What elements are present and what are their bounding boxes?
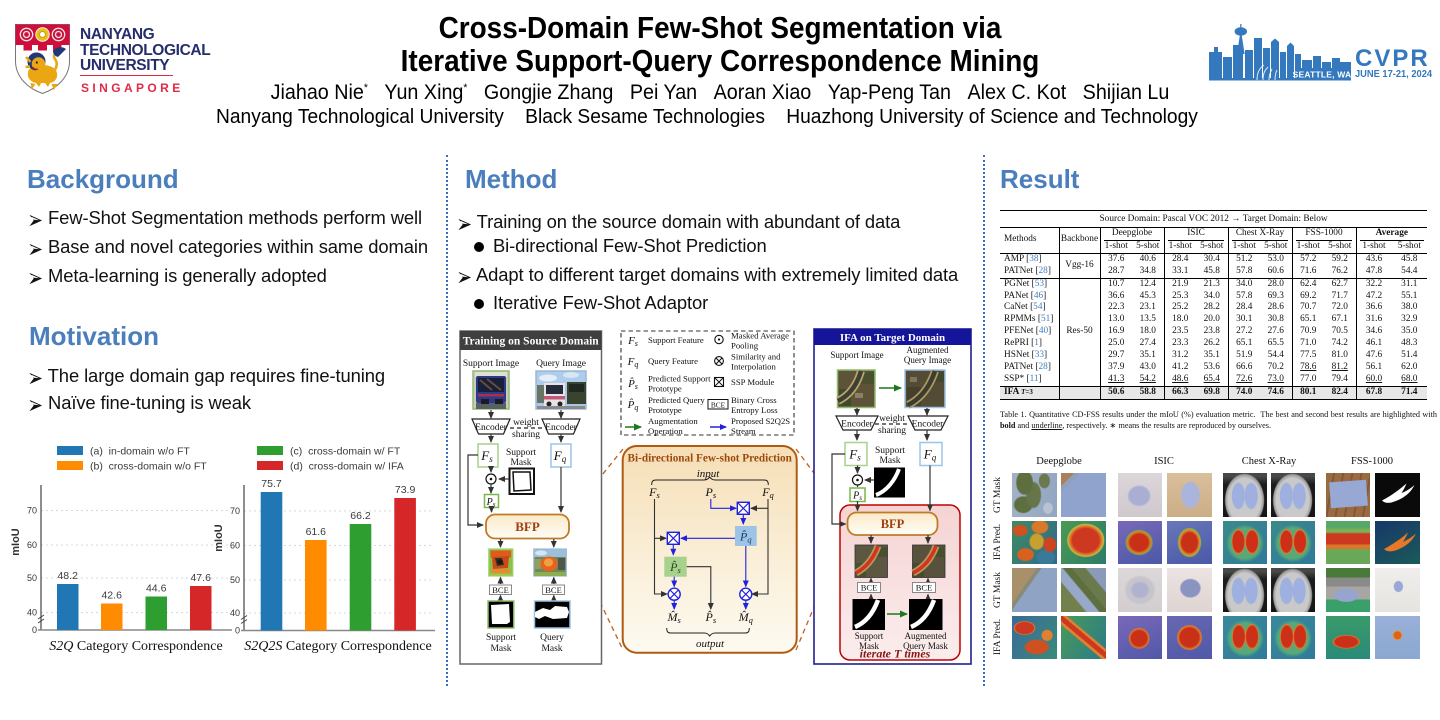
svg-text:Encoder: Encoder [841, 420, 873, 430]
svg-text:Query Image: Query Image [904, 355, 951, 365]
svg-text:Augmentation: Augmentation [648, 416, 698, 426]
svg-text:Mask: Mask [879, 456, 900, 466]
svg-text:Support Image: Support Image [830, 350, 883, 360]
svg-text:47.6: 47.6 [190, 572, 211, 584]
svg-text:P̂s: P̂s [627, 377, 638, 391]
svg-text:Ps: Ps [852, 491, 862, 503]
svg-text:61.6: 61.6 [306, 526, 327, 538]
svg-text:Augmented: Augmented [907, 345, 949, 355]
svg-text:60: 60 [27, 540, 37, 550]
svg-text:S2Q Category Correspondence: S2Q Category Correspondence [49, 639, 222, 654]
svg-text:Augmented: Augmented [905, 631, 947, 641]
svg-text:Support: Support [486, 633, 516, 643]
svg-text:0: 0 [235, 626, 240, 636]
svg-text:Binary Cross: Binary Cross [731, 395, 777, 405]
svg-text:66.2: 66.2 [350, 510, 371, 522]
svg-text:(b) cross-domain w/o FT: (b) cross-domain w/o FT [90, 461, 207, 473]
svg-text:Support: Support [506, 448, 536, 458]
svg-text:40: 40 [27, 608, 37, 618]
svg-text:Entropy Loss: Entropy Loss [731, 405, 778, 415]
svg-text:BFP: BFP [515, 519, 540, 534]
svg-text:60: 60 [230, 541, 240, 551]
svg-text:Bi-directional Few-shot Predic: Bi-directional Few-shot Prediction [628, 453, 793, 465]
svg-text:output: output [696, 638, 725, 650]
svg-text:70: 70 [230, 506, 240, 516]
svg-text:sharing: sharing [878, 426, 906, 436]
svg-text:50: 50 [27, 573, 37, 583]
svg-text:40: 40 [230, 608, 240, 618]
svg-text:weight: weight [513, 418, 539, 428]
svg-text:Fq: Fq [627, 356, 639, 369]
svg-text:75.7: 75.7 [261, 478, 282, 490]
svg-text:weight: weight [879, 414, 905, 424]
svg-text:sharing: sharing [512, 430, 540, 440]
svg-text:Query: Query [540, 633, 564, 643]
svg-text:Support: Support [855, 631, 884, 641]
svg-text:Ps: Ps [486, 497, 496, 509]
svg-text:BCE: BCE [492, 585, 509, 595]
svg-text:P̂q: P̂q [627, 398, 639, 412]
svg-text:70: 70 [27, 506, 37, 516]
svg-text:Masked Average: Masked Average [731, 331, 789, 341]
svg-text:Query Feature: Query Feature [648, 356, 698, 366]
svg-text:50: 50 [230, 575, 240, 585]
svg-text:48.2: 48.2 [57, 570, 78, 582]
svg-text:BCE: BCE [711, 400, 726, 409]
svg-text:Support Image: Support Image [463, 359, 519, 369]
svg-text:Predicted Query: Predicted Query [648, 395, 705, 405]
svg-text:SEATTLE, WA: SEATTLE, WA [1293, 70, 1352, 80]
svg-text:Stream: Stream [731, 426, 756, 436]
svg-text:Query Image: Query Image [536, 359, 586, 369]
svg-text:SSP Module: SSP Module [731, 377, 775, 387]
svg-text:BCE: BCE [861, 583, 878, 593]
svg-text:IFA on Target Domain: IFA on Target Domain [840, 332, 945, 344]
svg-text:Mask: Mask [490, 644, 511, 654]
svg-text:BFP: BFP [881, 517, 905, 531]
svg-text:Support Feature: Support Feature [648, 335, 704, 345]
svg-text:Prototype: Prototype [648, 405, 682, 415]
svg-text:Prototype: Prototype [648, 384, 682, 394]
svg-text:Proposed S2Q2S: Proposed S2Q2S [731, 416, 790, 426]
svg-text:Encoder: Encoder [545, 423, 577, 433]
svg-text:iterate T times: iterate T times [860, 647, 931, 661]
svg-text:0: 0 [32, 625, 37, 635]
svg-text:Query Mask: Query Mask [903, 641, 948, 651]
svg-text:Similarity and: Similarity and [731, 352, 781, 362]
svg-text:Mask: Mask [510, 458, 531, 468]
svg-text:S2Q2S Category Correspondence: S2Q2S Category Correspondence [244, 639, 431, 654]
svg-text:Fs: Fs [627, 335, 638, 348]
svg-text:44.6: 44.6 [146, 583, 167, 595]
svg-text:input: input [697, 468, 721, 480]
svg-text:Encoder: Encoder [912, 420, 944, 430]
svg-text:Training on Source Domain: Training on Source Domain [463, 336, 600, 348]
svg-text:mIoU: mIoU [10, 528, 22, 556]
svg-text:Mask: Mask [859, 641, 879, 651]
svg-text:73.9: 73.9 [395, 484, 416, 496]
svg-text:(c) cross-domain w/ FT: (c) cross-domain w/ FT [290, 446, 401, 458]
svg-text:BCE: BCE [916, 583, 933, 593]
svg-text:BCE: BCE [545, 585, 562, 595]
svg-text:mIoU: mIoU [213, 524, 225, 552]
svg-text:42.6: 42.6 [101, 590, 122, 602]
svg-text:Predicted Support: Predicted Support [648, 374, 711, 384]
svg-text:(a) in-domain w/o FT: (a) in-domain w/o FT [90, 446, 190, 458]
svg-text:Mask: Mask [541, 644, 562, 654]
svg-text:(d) cross-domain w/ IFA: (d) cross-domain w/ IFA [290, 461, 404, 473]
svg-text:Encoder: Encoder [475, 423, 507, 433]
svg-text:Operation: Operation [648, 426, 683, 436]
svg-text:Pooling: Pooling [731, 341, 759, 351]
svg-text:Support: Support [875, 446, 905, 456]
svg-text:Interpolation: Interpolation [731, 362, 777, 372]
